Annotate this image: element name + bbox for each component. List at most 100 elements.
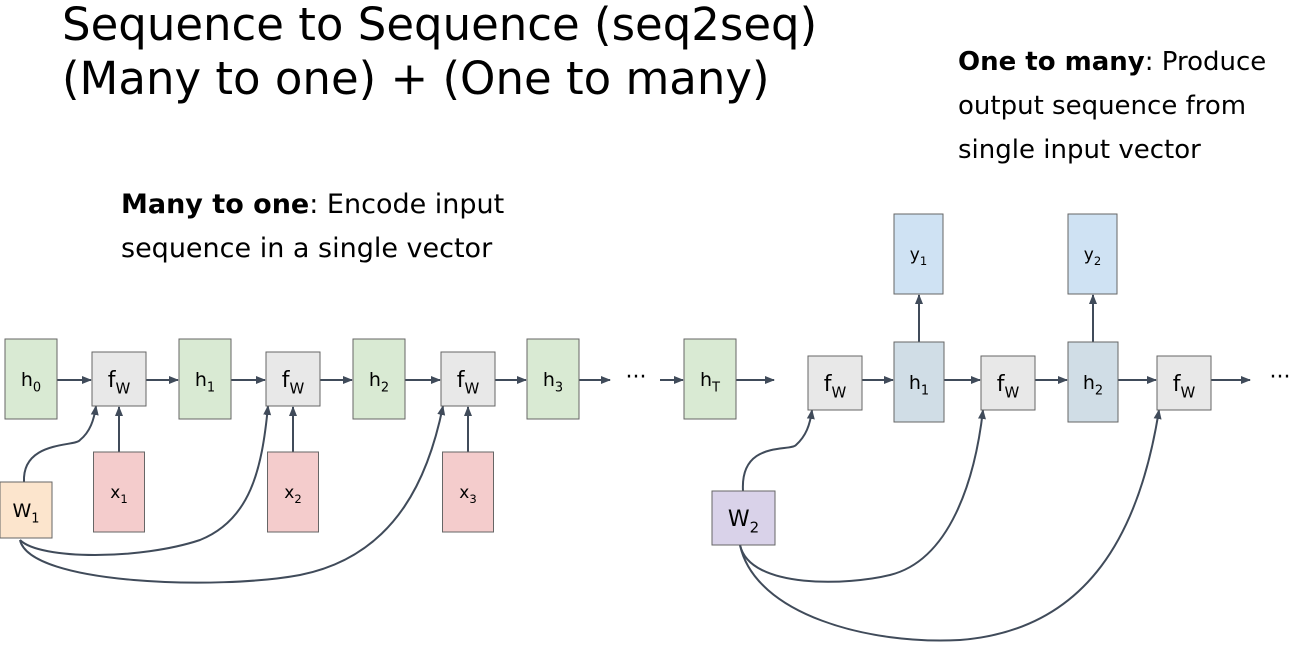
encoder-hidden-3-label-base: h [543,369,555,391]
decoder-function-2-label: fW [1173,372,1196,402]
decoder-output-0-label-sub: 1 [920,254,927,268]
encoder-input-0-label-base: x [110,483,120,503]
encoder-hidden-0-label-base: h [21,369,33,391]
encoder-hidden-1-rect [178,338,232,420]
decoder-function-2-label-base: f [1173,372,1182,397]
encoder-input-2-rect [442,451,494,533]
encoder-hidden-3: h3 [526,338,580,420]
decoder-function-1-label-sub: W [1004,384,1019,402]
encoder-hidden-4-rect [683,338,737,420]
encoder-function-2: fW [440,351,496,407]
decoder-weight-label: W2 [728,507,759,537]
decoder-weight: W2 [711,490,776,546]
decoder-output-1: y2 [1067,213,1118,295]
decoder-function-0: fW [807,355,863,411]
decoder-weight-label-base: W [728,507,750,532]
many-to-one-callout: Many to one: Encode input sequence in a … [121,183,504,271]
encoder-weight-edge-2 [19,405,446,584]
encoder-function-0-label-sub: W [115,380,130,398]
slide-title-line-2: (Many to one) + (One to many) [62,52,770,105]
decoder-output-1-rect [1067,213,1118,295]
decoder-function-0-label: fW [824,372,847,402]
decoder-function-0-rect [807,355,863,411]
encoder-function-2-label-base: f [457,368,466,393]
encoder-hidden-1-label: h1 [195,369,215,396]
encoder-input-1-rect [267,451,319,533]
decoder-hidden-1-rect [1067,341,1119,423]
encoder-input-1: x2 [267,451,319,533]
encoder-function-1-label: fW [282,368,305,398]
encoder-hidden-2-label-sub: 2 [381,381,389,396]
decoder-weight-edge-2 [739,409,1162,642]
decoder-function-1-label: fW [997,372,1020,402]
encoder-weight-label: W1 [12,500,39,527]
encoder-input-0-label: x1 [110,483,127,506]
decoder-function-1-label-base: f [997,372,1006,397]
encoder-function-2-label: fW [457,368,480,398]
decoder-function-2-label-sub: W [1180,384,1195,402]
encoder-hidden-4-label-base: h [700,369,712,391]
encoder-function-1: fW [265,351,321,407]
encoder-input-1-label-base: x [284,483,294,503]
encoder-input-2-label-base: x [459,483,469,503]
decoder-hidden-0-rect [893,341,945,423]
encoder-input-1-label-sub: 2 [294,492,301,506]
encoder-hidden-3-rect [526,338,580,420]
many-to-one-line-2: sequence in a single vector [121,233,493,264]
encoder-hidden-2-label: h2 [369,369,389,396]
decoder-output-0-rect [893,213,944,295]
decoder-output-1-label-base: y [1084,245,1094,265]
decoder-hidden-0-label: h1 [909,372,929,399]
one-to-many-line-1: One to many: Produce [958,40,1266,84]
decoder-weight-label-sub: 2 [750,519,760,537]
encoder-function-2-label-sub: W [464,380,479,398]
encoder-weight-rect [0,481,53,539]
decoder-hidden-0-label-base: h [909,372,921,394]
one-to-many-line-2: output sequence from [958,91,1247,121]
encoder-hidden-3-label-sub: 3 [555,381,563,396]
decoder-output-1-label-sub: 2 [1094,254,1101,268]
one-to-many-desc: : Produce [1144,47,1267,77]
encoder-input-2: x3 [442,451,494,533]
encoder-function-1-label-base: f [282,368,291,393]
decoder-hidden-0-label-sub: 1 [921,384,929,399]
decoder-hidden-0: h1 [893,341,945,423]
one-to-many-line-3: single input vector [958,135,1201,165]
many-to-one-line-1: Many to one: Encode input [121,183,504,227]
one-to-many-heading: One to many [958,47,1145,77]
encoder-input-0-label-sub: 1 [120,492,127,506]
decoder-output-0: y1 [893,213,944,295]
encoder-hidden-1-label-base: h [195,369,207,391]
encoder-function-0-rect [91,351,147,407]
decoder-hidden-1-label-sub: 2 [1095,384,1103,399]
encoder-function-2-rect [440,351,496,407]
encoder-hidden-4-label: hT [700,369,720,396]
decoder-weight-rect [711,490,776,546]
slide-title: Sequence to Sequence (seq2seq) (Many to … [62,0,817,106]
encoder-input-0: x1 [93,451,145,533]
decoder-hidden-1-label-base: h [1083,372,1095,394]
decoder-function-1: fW [980,355,1036,411]
encoder-function-1-label-sub: W [289,380,304,398]
encoder-function-1-rect [265,351,321,407]
encoder-weight-label-base: W [12,500,31,522]
decoder-weight-edge-1 [739,409,986,583]
encoder-input-1-label: x2 [284,483,301,506]
decoder-function-2: fW [1156,355,1212,411]
encoder-input-0-rect [93,451,145,533]
encoder-input-2-label-sub: 3 [469,492,476,506]
encoder-hidden-4: hT [683,338,737,420]
many-to-one-desc: : Encode input [309,189,505,220]
decoder-ellipsis: ··· [1270,365,1291,390]
encoder-weight-label-sub: 1 [31,512,39,527]
encoder-hidden-2-rect [352,338,406,420]
encoder-hidden-2: h2 [352,338,406,420]
encoder-ellipsis: ··· [626,365,647,390]
decoder-function-1-rect [980,355,1036,411]
encoder-hidden-1-label-sub: 1 [207,381,215,396]
encoder-hidden-0-rect [4,338,58,420]
encoder-function-0-label-base: f [108,368,117,393]
decoder-function-0-label-base: f [824,372,833,397]
encoder-function-0-label: fW [108,368,131,398]
